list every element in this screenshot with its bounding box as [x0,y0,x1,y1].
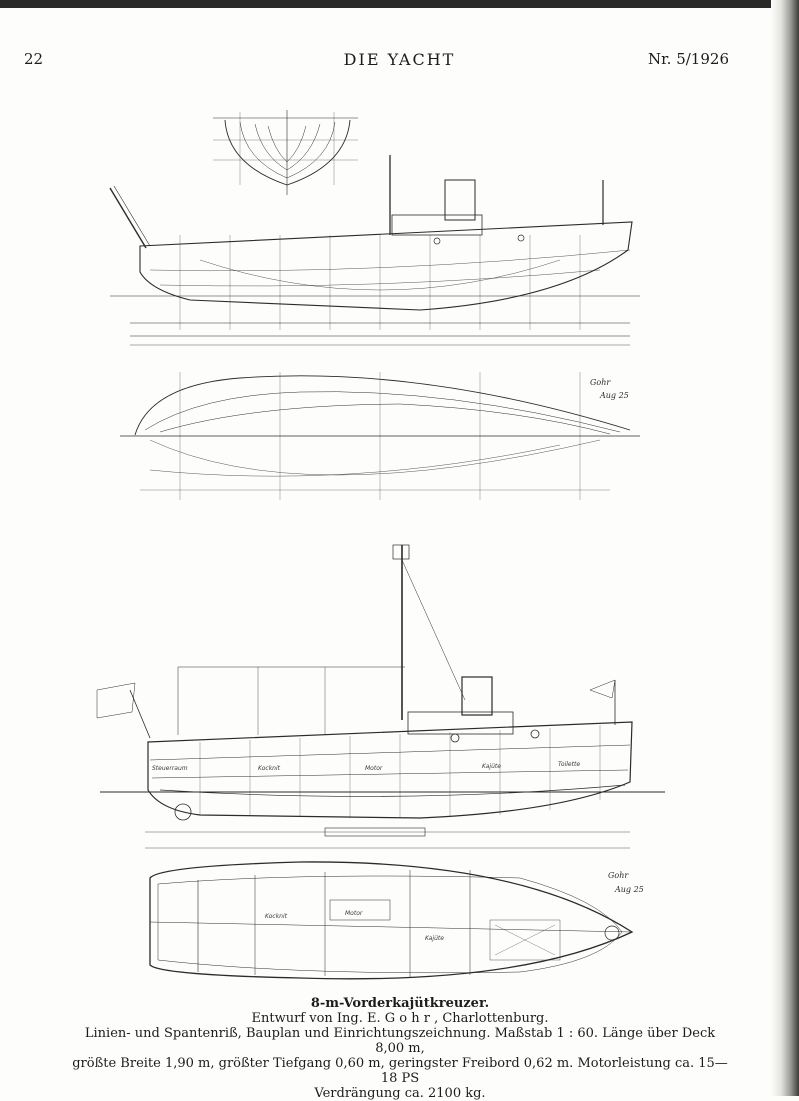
plan-label-kajuete: Kajüte [425,935,444,942]
construction-plan-drawing: Steuerraum Kocknit Motor Kajüte Toilette [96,544,665,849]
room-label-steuerraum: Steuerraum [152,765,188,772]
plan-label-kocknit: Kocknit [265,913,288,920]
caption-line-3: Verdrängung ca. 2100 kg. [314,1086,486,1101]
accommodation-plan-drawing: Kocknit Motor Kajüte Gohr Aug 25 [149,861,644,980]
profile-lines-drawing [109,155,640,337]
page-number: 22 [24,50,44,68]
scan-binding-shadow [771,0,799,1096]
signature-upper-date: Aug 25 [599,391,629,400]
signature-upper: Gohr [590,378,611,387]
room-label-kajuete: Kajüte [482,763,501,770]
half-breadth-drawing: Gohr Aug 25 [120,344,640,500]
room-label-motor: Motor [365,765,383,772]
journal-title: DIE YACHT [343,50,456,69]
scan-top-edge [0,0,799,8]
caption-line-2: größte Breite 1,90 m, größter Tiefgang 0… [72,1056,728,1086]
issue-number: Nr. 5/1926 [648,50,729,68]
plan-label-motor: Motor [345,910,363,917]
caption-title: 8-m-Vorderkajütkreuzer. [310,996,490,1011]
caption-designer: Entwurf von Ing. E. G o h r , Charlotten… [251,1011,549,1026]
signature-lower: Gohr [608,871,629,880]
room-label-toilette: Toilette [558,761,580,768]
technical-drawing-plate: Gohr Aug 25 [96,110,665,980]
signature-lower-date: Aug 25 [614,885,644,894]
body-plan-drawing [213,110,358,195]
room-label-kocknit: Kocknit [258,765,281,772]
caption-line-1: Linien- und Spantenriß, Bauplan und Einr… [84,1026,716,1056]
figure-caption: 8-m-Vorderkajütkreuzer. Entwurf von Ing.… [70,996,730,1101]
